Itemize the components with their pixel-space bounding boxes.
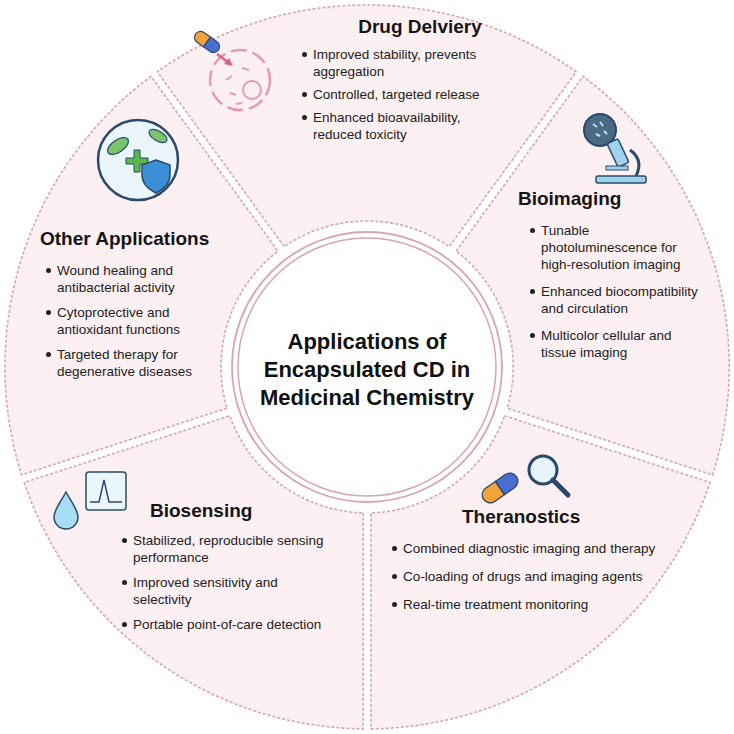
bullet-item: Stabilized, reproducible sensing perform… [120, 532, 332, 566]
bullet-dot [392, 546, 397, 551]
bullet-item: Cytoprotective and antioxidant functions [44, 304, 217, 338]
bullet-text: Combined diagnostic imaging and therapy [403, 541, 655, 556]
bullet-item: Portable point-of-care detection [120, 616, 332, 633]
bullet-item: Enhanced bioavailability, reduced toxici… [300, 109, 498, 143]
bullet-item: Wound healing and antibacterial activity [44, 262, 217, 296]
bullet-text: Improved sensitivity and selectivity [133, 575, 278, 607]
bullet-item: Co-loading of drugs and imaging agents [390, 568, 663, 585]
bullet-text: Co-loading of drugs and imaging agents [403, 569, 642, 584]
bullet-item: Improved stability, prevents aggregation [300, 46, 498, 80]
bullet-text: Cytoprotective and antioxidant functions [57, 305, 180, 337]
bullet-dot [302, 92, 307, 97]
bullet-dot [46, 268, 51, 273]
bullet-dot [122, 580, 127, 585]
circle-outer-ring [232, 232, 502, 502]
sector-shape [24, 416, 363, 729]
bullet-dot [392, 574, 397, 579]
bullet-text: Improved stability, prevents aggregation [313, 47, 476, 79]
bullet-item: Controlled, targeted release [300, 86, 498, 103]
bullet-text: Stabilized, reproducible sensing perform… [133, 533, 324, 565]
bullet-text: Multicolor cellular and tissue imaging [541, 328, 672, 360]
bullet-dot [392, 602, 397, 607]
bullet-text: Real-time treatment monitoring [403, 597, 588, 612]
bullet-text: Controlled, targeted release [313, 87, 480, 102]
bullet-dot [46, 352, 51, 357]
sector-heading: Biosensing [150, 500, 280, 522]
sector-shape [371, 416, 710, 729]
bullet-text: Tunable photoluminescence for high-resol… [541, 223, 681, 272]
bullet-list: Improved stability, prevents aggregation… [300, 46, 498, 149]
bullet-dot [530, 289, 535, 294]
bullet-text: Portable point-of-care detection [133, 617, 321, 632]
bullet-item: Targeted therapy for degenerative diseas… [44, 346, 217, 380]
bullet-text: Enhanced bioavailability, reduced toxici… [313, 110, 461, 142]
bullet-item: Combined diagnostic imaging and therapy [390, 540, 663, 557]
bullet-list: Tunable photoluminescence for high-resol… [528, 222, 706, 371]
bullet-item: Improved sensitivity and selectivity [120, 574, 332, 608]
bullet-text: Targeted therapy for degenerative diseas… [57, 347, 192, 379]
bullet-list: Stabilized, reproducible sensing perform… [120, 532, 332, 641]
sector-heading: Other Applications [40, 228, 230, 250]
bullet-list: Combined diagnostic imaging and therapyC… [390, 540, 663, 624]
center-circle: Applications of Encapsulated CD in Medic… [232, 232, 502, 502]
bullet-list: Wound healing and antibacterial activity… [44, 262, 217, 388]
sector-heading: Drug Delviery [355, 16, 485, 38]
bullet-dot [530, 228, 535, 233]
sector-heading: Bioimaging [518, 188, 668, 210]
bullet-item: Multicolor cellular and tissue imaging [528, 327, 706, 361]
bullet-item: Enhanced biocompatibility and circulatio… [528, 283, 706, 317]
bullet-dot [302, 115, 307, 120]
application-sector: BioimagingTunable photoluminescence for … [450, 71, 732, 482]
bullet-dot [46, 310, 51, 315]
bullet-dot [122, 538, 127, 543]
application-sector: Other ApplicationsWound healing and anti… [2, 71, 284, 482]
bullet-dot [122, 622, 127, 627]
sector-outline [450, 71, 732, 482]
bullet-item: Tunable photoluminescence for high-resol… [528, 222, 706, 273]
circle-inner-ring [238, 238, 496, 496]
sector-heading: Theranostics [462, 506, 612, 528]
bullet-text: Wound healing and antibacterial activity [57, 263, 175, 295]
sector-shape [5, 76, 278, 475]
bullet-item: Real-time treatment monitoring [390, 596, 663, 613]
bullet-dot [530, 333, 535, 338]
sector-shape [456, 76, 729, 475]
bullet-dot [302, 52, 307, 57]
application-sector: TheranosticsCombined diagnostic imaging … [364, 409, 714, 732]
bullet-text: Enhanced biocompatibility and circulatio… [541, 284, 698, 316]
center-title: Applications of Encapsulated CD in Medic… [252, 328, 482, 412]
